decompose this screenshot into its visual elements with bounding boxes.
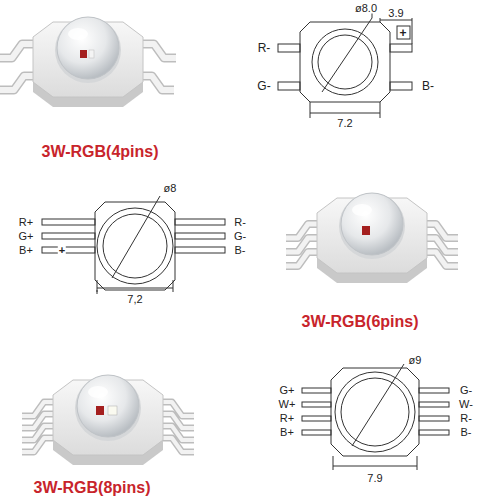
pin-label: R- <box>234 217 246 228</box>
pin-label: + <box>58 245 66 256</box>
dimension-label: ø8 <box>163 183 178 194</box>
pin-label: W- <box>459 399 473 410</box>
pin-label: G- <box>234 231 246 242</box>
pin-label: G+ <box>19 231 34 242</box>
pin-label: G- <box>257 80 270 92</box>
pin-label: R- <box>460 413 472 424</box>
dimension-label: 7.9 <box>366 473 383 484</box>
pin-label: R- <box>258 42 271 54</box>
pin-label: R+ <box>280 413 294 424</box>
pin-label: B- <box>235 245 246 256</box>
dimension-label: ø8.0 <box>354 3 378 14</box>
pin-label: + <box>399 27 406 39</box>
dimension-label: 7,2 <box>126 294 143 305</box>
pin-label: G+ <box>280 385 295 396</box>
dimension-label: 7.2 <box>336 118 353 129</box>
pin-label: G- <box>460 385 472 396</box>
dimension-label: 3.9 <box>387 8 404 19</box>
dimension-label: ø9 <box>408 355 423 366</box>
model-caption: 3W-RGB(4pins) <box>41 144 158 160</box>
pin-label: B+ <box>19 245 33 256</box>
pin-label: W+ <box>279 399 296 410</box>
pin-label: R+ <box>19 217 33 228</box>
pin-label: B- <box>422 80 434 92</box>
pin-label: B- <box>461 427 472 438</box>
pin-label: B+ <box>280 427 294 438</box>
model-caption: 3W-RGB(6pins) <box>301 314 418 330</box>
model-caption: 3W-RGB(8pins) <box>33 480 150 496</box>
